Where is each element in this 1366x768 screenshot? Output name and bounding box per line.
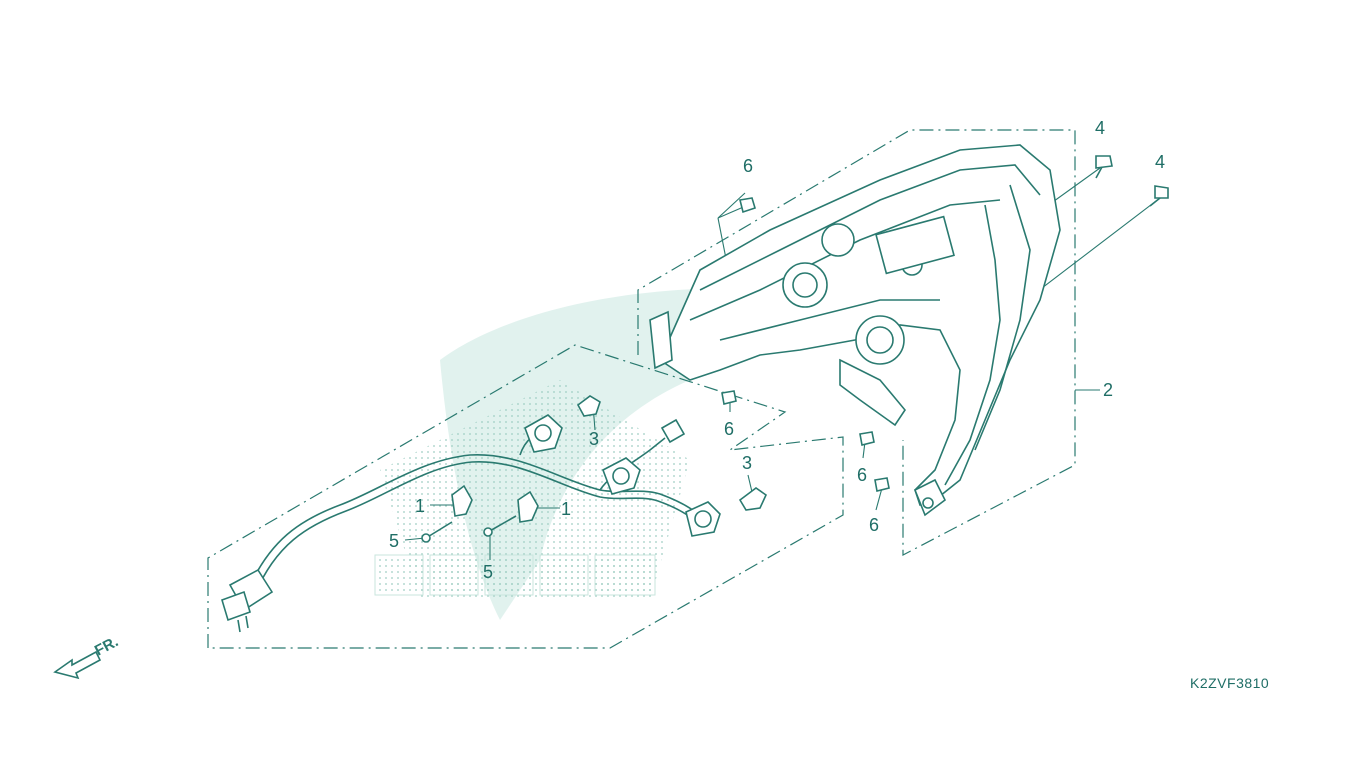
screw-4-upper (1095, 155, 1113, 179)
honda-wordmark-shape (374, 554, 656, 596)
callout-4-upper: 4 (1095, 118, 1106, 138)
callout-3-upper: 3 (589, 429, 600, 449)
screw-6-lower-b (874, 477, 890, 492)
screw-4-lower (1149, 185, 1169, 207)
callout-6-lower-b: 6 (869, 515, 880, 535)
callout-6-top: 6 (743, 156, 754, 176)
callout-2: 2 (1103, 380, 1114, 400)
callout-6-mid: 6 (724, 419, 735, 439)
bulb-3-upper (576, 395, 601, 417)
bulb-3-right (738, 487, 768, 511)
housing-boundary (637, 129, 1076, 556)
callout-6-lower-a: 6 (857, 465, 868, 485)
drawing-code: K2ZVF3810 (1190, 675, 1270, 691)
callout-4-lower: 4 (1155, 152, 1166, 172)
callout-1-right: 1 (561, 499, 572, 519)
front-arrow-icon: FR. (53, 633, 121, 680)
screw-6-mid (721, 390, 737, 405)
callout-1-left: 1 (415, 496, 426, 516)
screw-6-top (739, 197, 756, 214)
screw-5-center (483, 515, 517, 537)
harness-boundary (207, 344, 844, 649)
callout-5-left: 5 (389, 531, 400, 551)
screw-5-left (421, 521, 453, 543)
callout-3-right: 3 (742, 453, 753, 473)
tail-light-housing (649, 144, 1061, 517)
clip-1-right (517, 490, 539, 523)
callout-5-center: 5 (483, 562, 494, 582)
screw-6-lower-a (859, 431, 875, 446)
wire-harness (221, 414, 721, 633)
clip-1-left (451, 484, 473, 517)
